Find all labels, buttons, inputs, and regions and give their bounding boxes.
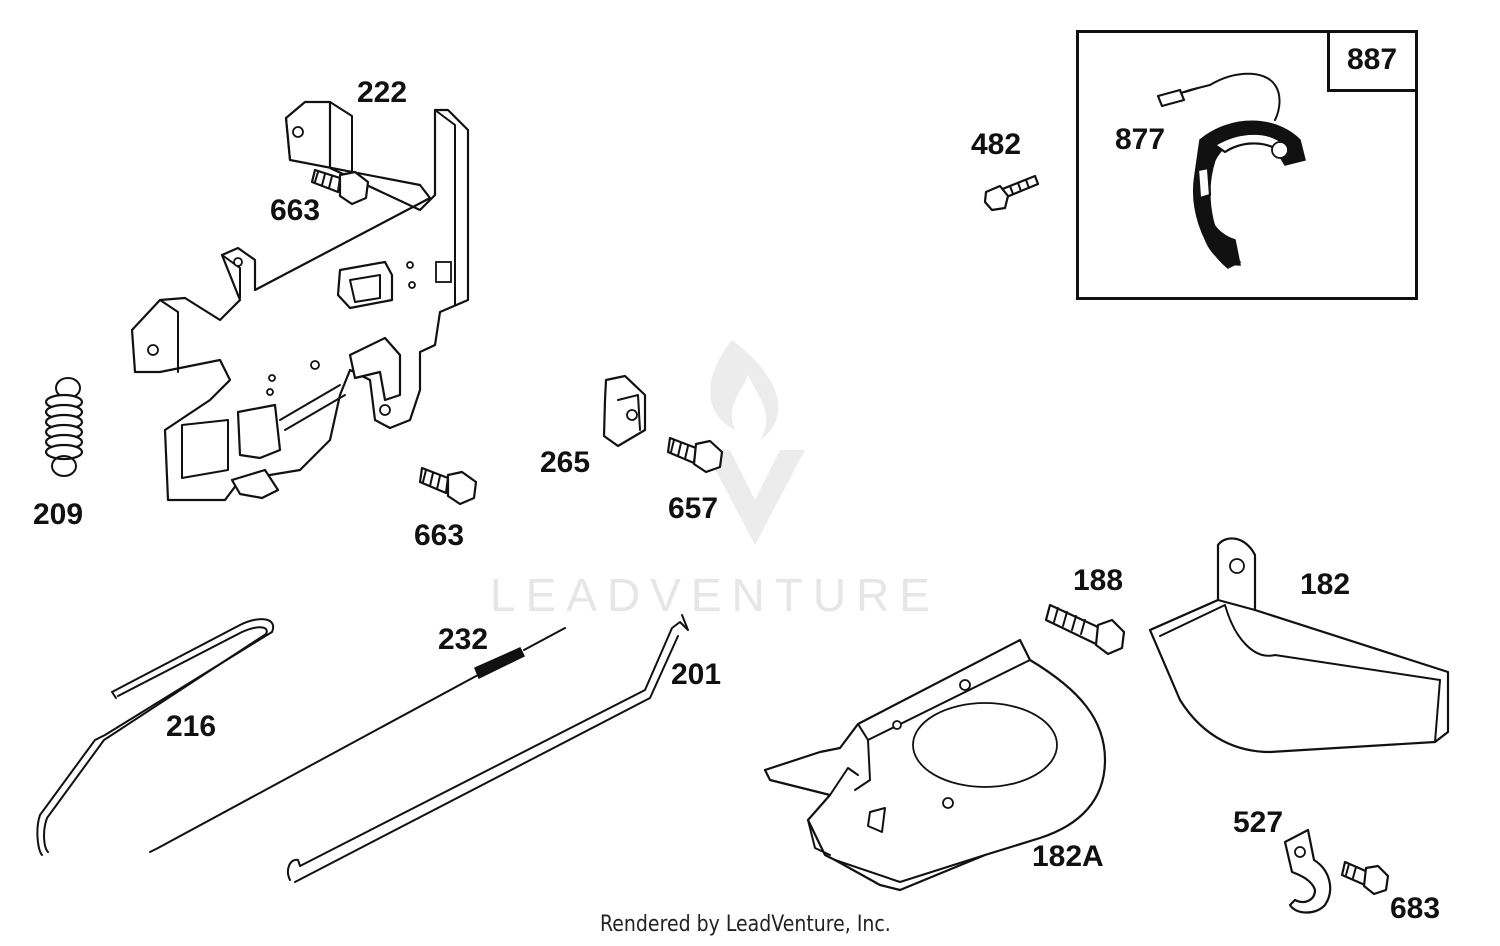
- control-bracket-part: [130, 100, 470, 502]
- inset-tag: [1327, 30, 1418, 92]
- watermark-text: LEADVENTURE: [490, 569, 940, 621]
- screw-657-part: [666, 436, 724, 474]
- callout-663-lower: 663: [414, 519, 465, 552]
- callout-527: 527: [1233, 806, 1284, 839]
- callout-201: 201: [671, 658, 722, 691]
- footer-credit: Rendered by LeadVenture, Inc.: [600, 912, 891, 937]
- screw-482-part: [983, 174, 1040, 212]
- callout-188: 188: [1073, 564, 1124, 597]
- callout-222: 222: [357, 76, 408, 109]
- screw-683-part: [1340, 860, 1390, 896]
- sensor-877-part: [1156, 72, 1306, 269]
- shield-182-part: [1148, 537, 1450, 754]
- shield-182a-part: [763, 638, 1107, 892]
- inset-box: [1076, 30, 1418, 300]
- callout-182: 182: [1300, 568, 1351, 601]
- callout-265: 265: [540, 446, 591, 479]
- clip-265-part: [602, 374, 647, 448]
- callout-683: 683: [1390, 892, 1441, 925]
- link-201-part: [287, 614, 689, 883]
- callout-657: 657: [668, 492, 719, 525]
- callout-216: 216: [166, 710, 217, 743]
- screw-663-lower-part: [418, 466, 478, 506]
- callout-232: 232: [438, 623, 489, 656]
- callout-209: 209: [33, 498, 84, 531]
- link-216-part: [36, 618, 275, 856]
- screw-188-part: [1044, 603, 1126, 656]
- spring-part: [44, 377, 84, 477]
- callout-877: 877: [1115, 123, 1166, 156]
- callout-887: 887: [1347, 43, 1398, 76]
- clip-527-part: [1283, 828, 1332, 914]
- callout-182a: 182A: [1032, 840, 1104, 873]
- screw-663-upper-part: [310, 168, 370, 206]
- link-232-part: [149, 627, 566, 853]
- callout-482: 482: [971, 128, 1022, 161]
- callout-663-upper: 663: [270, 194, 321, 227]
